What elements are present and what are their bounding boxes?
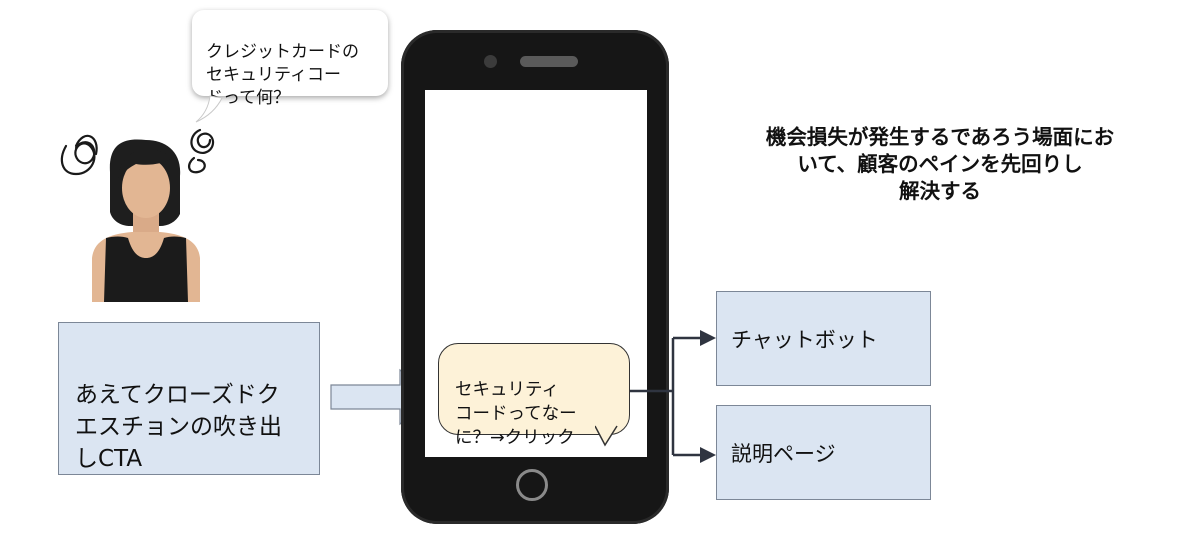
thought-bubble: クレジットカードの セキュリティコー ドって何？ — [192, 10, 388, 108]
chatbot-box: チャットボット — [716, 291, 931, 386]
phone-camera — [484, 55, 497, 68]
scribble-icon — [60, 134, 98, 176]
cta-description-text: あえてクローズドク エスチョンの吹き出 しCTA — [75, 382, 282, 472]
cta-bubble-text: セキュリティ コードってなー に？→クリック — [455, 380, 577, 448]
confused-woman-icon — [92, 139, 200, 302]
security-code-cta-bubble[interactable]: セキュリティ コードってなー に？→クリック — [438, 343, 630, 448]
scribble-icon — [188, 128, 215, 174]
arrow-head-icon — [700, 447, 716, 463]
connector-arrows-icon — [630, 336, 702, 457]
headline: 機会損失が発生するであろう場面にお いて、顧客のペインを先回りし 解決する — [725, 97, 1155, 205]
bubble-tail-icon — [595, 425, 618, 447]
thought-bubble-text: クレジットカードの セキュリティコー ドって何？ — [206, 42, 359, 108]
chatbot-label: チャットボット — [731, 327, 878, 352]
help-page-box: 説明ページ — [716, 405, 931, 500]
cta-description-box: あえてクローズドク エスチョンの吹き出 しCTA — [58, 322, 320, 475]
phone-speaker — [520, 56, 578, 67]
arrow-head-icon — [700, 330, 716, 346]
thought-tail-icon — [195, 95, 223, 123]
help-page-label: 説明ページ — [731, 441, 836, 466]
phone-home-button — [516, 469, 548, 501]
headline-text: 機会損失が発生するであろう場面にお いて、顧客のペインを先回りし 解決する — [765, 125, 1115, 203]
